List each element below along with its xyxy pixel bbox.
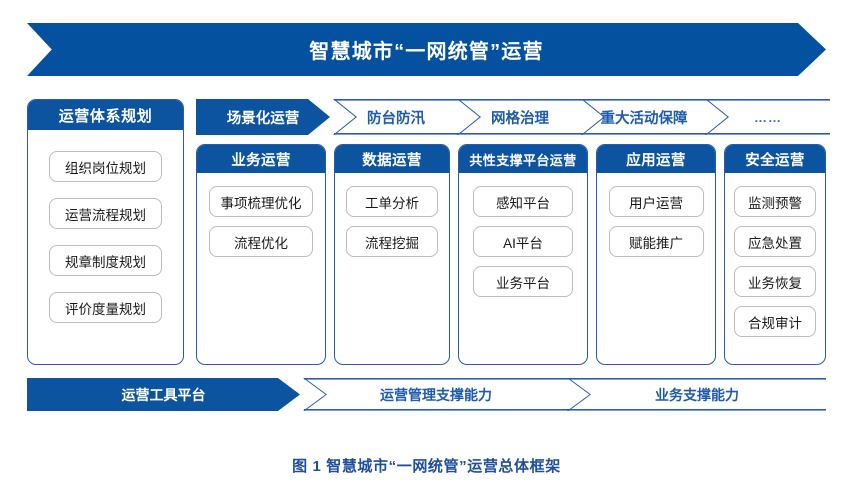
operation-card-security: 安全运营 监测预警 应急处置 业务恢复 合规审计 [724,144,826,365]
operation-card-business-header: 业务运营 [197,145,325,173]
support-chevron-row: 运营工具平台 运营管理支撑能力 业务支撑能力 [0,378,853,411]
diagram-title-text: 智慧城市“一网统管”运营 [309,41,544,63]
operation-card-data-header: 数据运营 [335,145,449,173]
scenario-step-1-label: 防台防汛 [367,110,425,127]
scenario-step-4[interactable]: …… [706,99,830,135]
operation-card-security-header: 安全运营 [725,145,825,173]
support-step-2-label: 业务支撑能力 [655,386,739,403]
operation-item-application-1[interactable]: 用户运营 [608,186,704,217]
scenario-step-3[interactable]: 重大活动保障 [582,99,706,135]
operation-card-platform-header: 共性支撑平台运营 [459,145,587,173]
figure-caption: 图 1 智慧城市“一网统管”运营总体框架 [292,458,561,475]
planning-item-2[interactable]: 运营流程规划 [49,198,162,229]
operation-card-platform-body: 感知平台 AI平台 业务平台 [459,173,587,364]
scenario-lead-label: 场景化运营 [226,110,300,127]
planning-card-body: 组织岗位规划 运营流程规划 规章制度规划 评价度量规划 [28,130,183,364]
scenario-step-4-label: …… [754,109,782,125]
planning-card-header: 运营体系规划 [28,100,183,130]
scenario-lead-arrow[interactable]: 场景化运营 [196,99,330,135]
planning-item-3[interactable]: 规章制度规划 [49,245,162,276]
diagram-title-banner: 智慧城市“一网统管”运营 [27,23,826,76]
operation-card-business: 业务运营 事项梳理优化 流程优化 [196,144,326,365]
planning-card: 运营体系规划 组织岗位规划 运营流程规划 规章制度规划 评价度量规划 [27,99,184,365]
support-step-1[interactable]: 运营管理支撑能力 [304,378,568,411]
operation-item-platform-1[interactable]: 感知平台 [473,186,573,217]
operation-item-security-1[interactable]: 监测预警 [734,186,816,217]
operation-item-data-2[interactable]: 流程挖掘 [346,226,438,257]
operation-card-security-body: 监测预警 应急处置 业务恢复 合规审计 [725,173,825,364]
operation-item-business-2[interactable]: 流程优化 [209,226,313,257]
support-step-2[interactable]: 业务支撑能力 [568,378,826,411]
scenario-step-2-label: 网格治理 [491,110,549,127]
operation-item-application-2[interactable]: 赋能推广 [608,226,704,257]
operation-card-data: 数据运营 工单分析 流程挖掘 [334,144,450,365]
scenario-step-2[interactable]: 网格治理 [458,99,582,135]
scenario-step-1[interactable]: 防台防汛 [334,99,458,135]
operation-card-application-body: 用户运营 赋能推广 [597,173,715,364]
support-lead-label: 运营工具平台 [121,386,206,403]
support-lead-arrow[interactable]: 运营工具平台 [27,378,300,411]
operation-item-data-1[interactable]: 工单分析 [346,186,438,217]
operation-item-security-4[interactable]: 合规审计 [734,306,816,337]
scenario-step-3-label: 重大活动保障 [600,110,688,127]
operation-card-business-body: 事项梳理优化 流程优化 [197,173,325,364]
operation-card-application: 应用运营 用户运营 赋能推广 [596,144,716,365]
scenario-chevron-row: 场景化运营 防台防汛 网格治理 重大活动保障 …… [0,99,853,135]
operation-card-data-body: 工单分析 流程挖掘 [335,173,449,364]
operation-item-platform-2[interactable]: AI平台 [473,226,573,257]
operation-item-platform-3[interactable]: 业务平台 [473,266,573,297]
operation-item-business-1[interactable]: 事项梳理优化 [209,186,313,217]
operation-item-security-2[interactable]: 应急处置 [734,226,816,257]
operation-item-security-3[interactable]: 业务恢复 [734,266,816,297]
support-step-1-label: 运营管理支撑能力 [380,386,492,403]
planning-item-4[interactable]: 评价度量规划 [49,292,162,323]
operation-card-platform: 共性支撑平台运营 感知平台 AI平台 业务平台 [458,144,588,365]
operation-card-application-header: 应用运营 [597,145,715,173]
planning-item-1[interactable]: 组织岗位规划 [49,151,162,182]
